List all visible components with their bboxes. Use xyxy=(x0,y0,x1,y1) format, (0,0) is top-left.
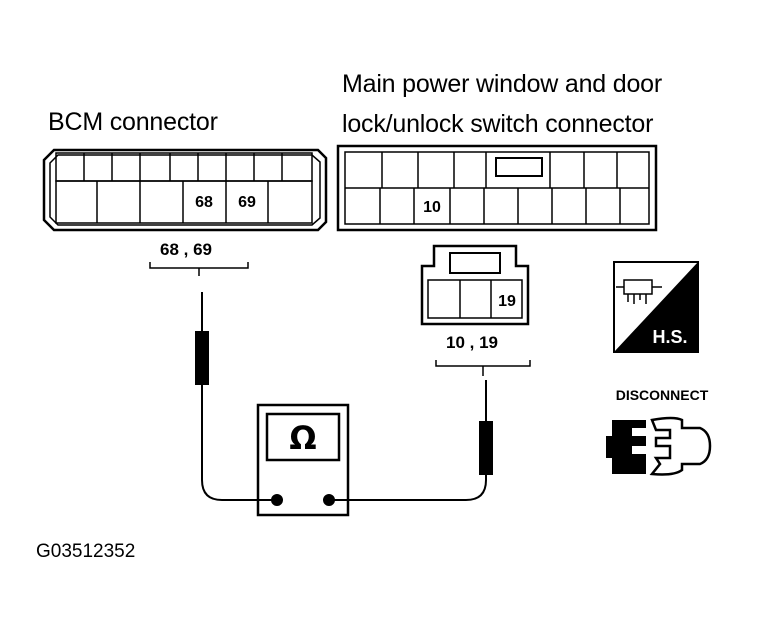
small-connector-pin-19: 19 xyxy=(498,293,516,310)
small-connector xyxy=(420,244,530,326)
bcm-pin-label: 68 , 69 xyxy=(160,240,212,259)
left-probe xyxy=(195,292,276,501)
figure-code: G03512352 xyxy=(36,541,136,562)
switch-connector-title-line2: lock/unlock switch connector xyxy=(342,110,654,138)
hs-label: H.S. xyxy=(652,327,687,347)
switch-pin-label: 10 , 19 xyxy=(446,333,498,352)
bcm-pin-68: 68 xyxy=(195,194,213,211)
switch-pin-10: 10 xyxy=(423,199,441,216)
bcm-connector xyxy=(42,148,328,232)
disconnect-icon xyxy=(606,416,712,476)
switch-connector-title-line1: Main power window and door xyxy=(342,70,662,98)
bcm-pin-bracket xyxy=(149,262,249,269)
ohm-meter xyxy=(256,403,350,517)
switch-connector xyxy=(336,144,658,232)
switch-pin-bracket xyxy=(435,360,531,367)
hs-icon xyxy=(613,261,699,353)
ohm-symbol: Ω xyxy=(289,419,316,457)
bcm-connector-title: BCM connector xyxy=(48,108,218,136)
bcm-pin-69: 69 xyxy=(238,194,256,211)
disconnect-label: DISCONNECT xyxy=(616,387,709,403)
right-probe xyxy=(330,380,493,501)
